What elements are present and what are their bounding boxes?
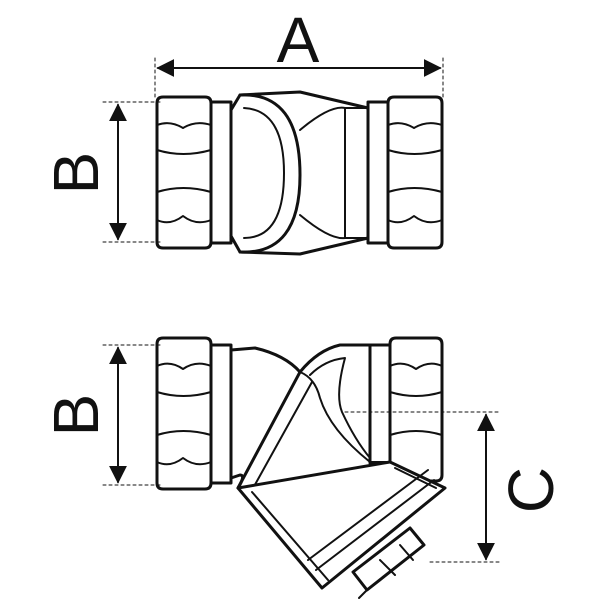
top-left-hex-nut <box>155 95 233 250</box>
bottom-view <box>102 336 501 599</box>
top-right-hex-nut <box>366 95 444 250</box>
drain-plug <box>351 526 426 599</box>
dimension-b-top-label: B <box>40 152 112 195</box>
top-body <box>229 90 370 256</box>
top-view <box>102 57 444 256</box>
bottom-right-hex-nut <box>368 336 444 483</box>
dimension-b-bottom-label: B <box>40 394 112 437</box>
strainer-leg <box>236 460 447 590</box>
dimension-b-top <box>102 101 161 243</box>
dimension-c <box>344 411 501 563</box>
dimension-b-bottom <box>102 344 161 486</box>
bottom-left-hex-nut <box>155 336 233 491</box>
dimension-a-label: A <box>277 4 320 76</box>
dimension-a <box>154 57 444 101</box>
dimension-c-label: C <box>495 467 567 513</box>
